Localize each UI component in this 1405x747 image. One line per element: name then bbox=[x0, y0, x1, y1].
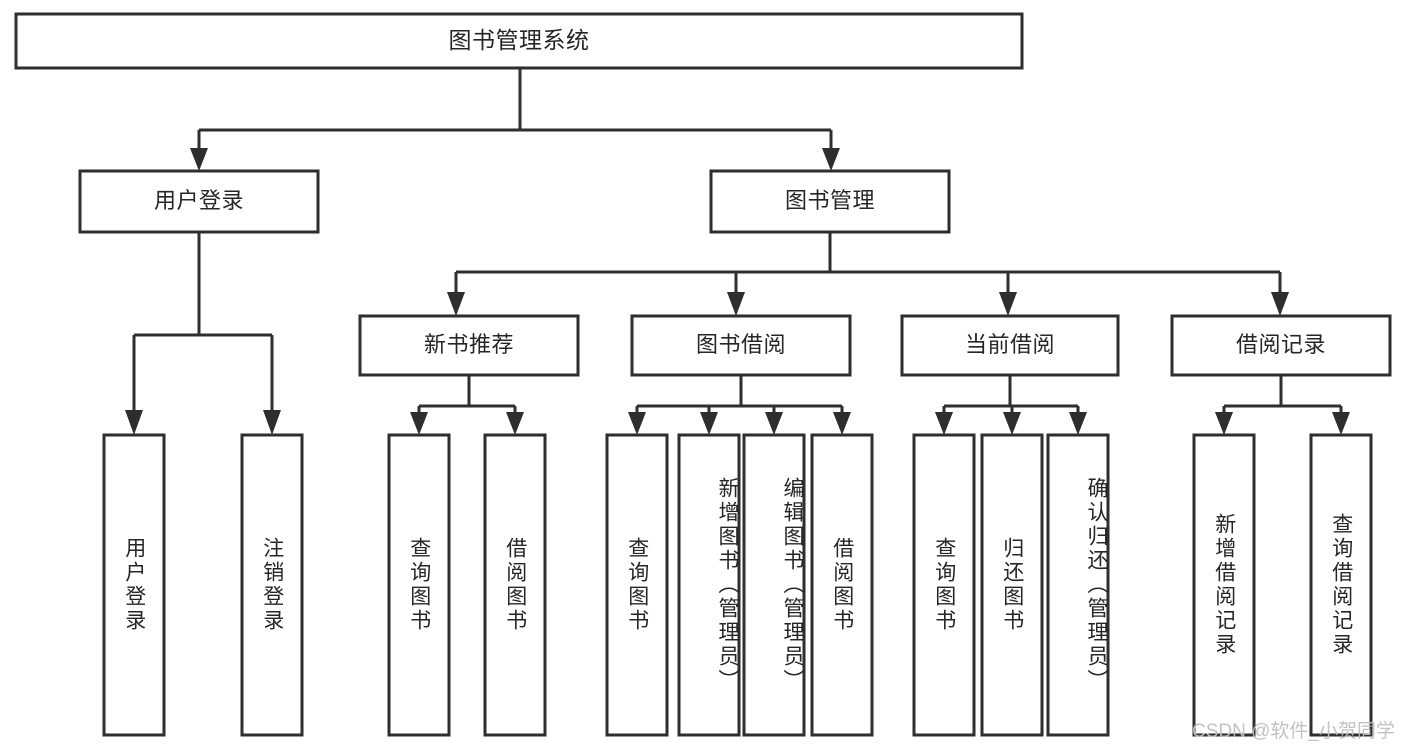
node-box-leaf-query-book-2[interactable] bbox=[605, 433, 669, 737]
connector-new-book-recommend-to-leaves bbox=[410, 375, 524, 435]
node-box-new-book-recommend[interactable] bbox=[358, 314, 580, 377]
node-box-book-manage[interactable] bbox=[709, 169, 951, 234]
node-box-leaf-borrow-book-2[interactable] bbox=[810, 433, 874, 737]
node-box-book-borrow[interactable] bbox=[630, 314, 852, 377]
node-box-leaf-query-book-1[interactable] bbox=[387, 433, 451, 737]
node-box-leaf-add-record[interactable] bbox=[1192, 433, 1256, 737]
node-box-current-borrow[interactable] bbox=[900, 314, 1120, 377]
connector-current-borrow-to-leaves bbox=[935, 375, 1087, 435]
node-box-leaf-query-book-3[interactable] bbox=[912, 433, 976, 737]
node-box-user-login[interactable] bbox=[78, 169, 320, 234]
node-box-leaf-edit-book[interactable] bbox=[742, 433, 806, 737]
node-box-leaf-confirm-return[interactable] bbox=[1046, 433, 1110, 737]
connector-user-login-to-leaves bbox=[125, 232, 281, 435]
node-box-leaf-user-login[interactable] bbox=[102, 433, 166, 737]
node-box-borrow-record[interactable] bbox=[1170, 314, 1392, 377]
node-box-leaf-return-book[interactable] bbox=[980, 433, 1044, 737]
node-box-leaf-add-book[interactable] bbox=[677, 433, 741, 737]
connector-book-manage-to-level2 bbox=[447, 232, 1289, 316]
connector-root-to-level1 bbox=[190, 68, 840, 171]
connector-book-borrow-to-leaves bbox=[628, 375, 851, 435]
connector-borrow-record-to-leaves bbox=[1215, 375, 1350, 435]
node-box-leaf-logout-login[interactable] bbox=[240, 433, 304, 737]
watermark-text: CSDN @软件_小贺同学 bbox=[1192, 721, 1395, 742]
node-box-leaf-query-record[interactable] bbox=[1309, 433, 1373, 737]
node-box-leaf-borrow-book-1[interactable] bbox=[483, 433, 547, 737]
node-box-root[interactable] bbox=[14, 12, 1024, 70]
